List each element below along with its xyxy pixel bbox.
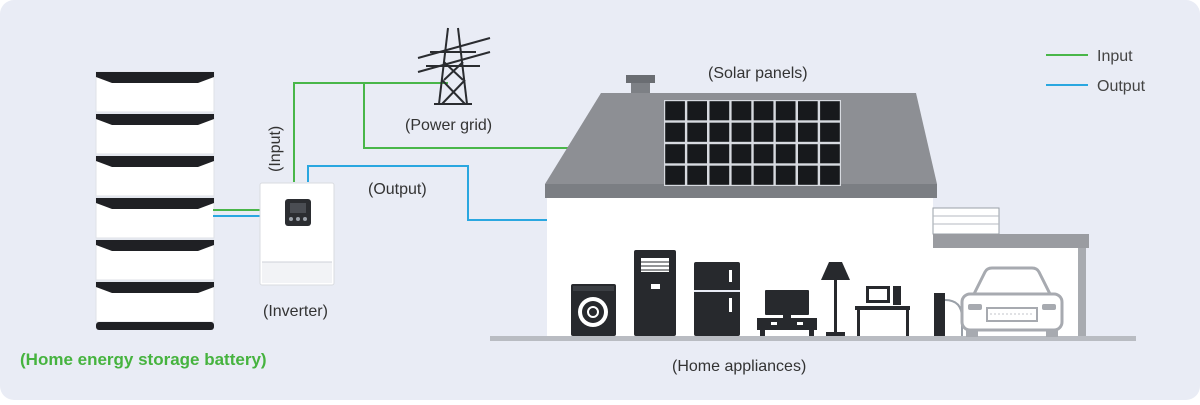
battery-module [95,71,215,113]
inverter-icon [259,182,335,286]
solar-cell [753,144,774,164]
washing-machine-icon [571,284,616,336]
solar-cell [731,101,752,121]
solar-cell [775,165,796,185]
input-line [293,82,448,182]
solar-cell [709,165,730,185]
solar-cell [820,144,840,164]
floor-lamp-icon [821,262,850,336]
solar-cell [775,101,796,121]
solar-cell [731,144,752,164]
solar-cell [687,122,707,142]
refrigerator-icon [694,262,740,336]
solar-cell [709,122,730,142]
solar-cell [665,165,685,185]
car-icon [960,266,1064,337]
solar-input-line [363,83,664,149]
home-appliances-label: (Home appliances) [672,358,806,375]
solar-cell [665,122,685,142]
input-label: (Input) [267,126,284,172]
solar-cell [665,101,685,121]
solar-cell [687,101,707,121]
solar-cell [665,144,685,164]
inverter-label: (Inverter) [263,303,328,320]
legend-input-label: Input [1097,48,1133,65]
solar-cell [687,165,707,185]
solar-cell [820,122,840,142]
battery-module [95,113,215,155]
battery-stack-icon [95,71,215,330]
legend: Input Output [1046,48,1146,95]
legend-output-label: Output [1097,78,1146,95]
solar-cell [753,101,774,121]
solar-cell [709,101,730,121]
solar-cell [798,165,818,185]
solar-cell [709,144,730,164]
solar-cell [775,122,796,142]
solar-cell [798,122,818,142]
solar-cell [753,165,774,185]
battery-module [95,281,215,323]
solar-panels-label: (Solar panels) [708,65,808,82]
battery-label: (Home energy storage battery) [20,350,267,369]
ground-line [490,336,1136,341]
computer-icon [855,286,910,336]
television-icon [757,290,817,336]
battery-module [95,155,215,197]
solar-cell [753,122,774,142]
solar-cell [687,144,707,164]
solar-cell [731,122,752,142]
solar-cell [820,165,840,185]
output-label: (Output) [368,181,427,198]
battery-module [95,197,215,239]
garage-roof [933,234,1089,248]
solar-cell [798,101,818,121]
power-tower-icon [417,27,491,105]
solar-cell [731,165,752,185]
power-grid-label: (Power grid) [405,117,492,134]
battery-module [95,239,215,281]
solar-cell [820,101,840,121]
solar-cell [798,144,818,164]
solar-panel-icon [664,100,841,186]
solar-cell [775,144,796,164]
air-conditioner-icon [634,250,676,336]
